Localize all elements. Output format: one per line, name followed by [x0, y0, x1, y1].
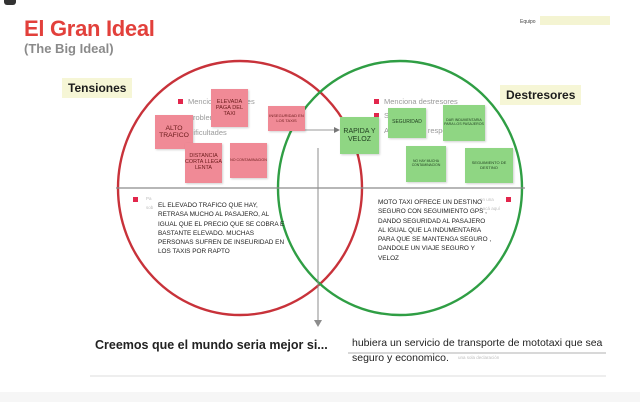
- sticky-no-hay-contaminacion[interactable]: NO HAY MUCHA CONTAMINACION: [406, 146, 446, 182]
- page-subtitle: (The Big Ideal): [24, 41, 114, 56]
- belief-prompt: Creemos que el mundo seria mejor si...: [95, 338, 328, 352]
- hint-left-lower-a: Pa: [146, 196, 152, 201]
- bullet-distressor-1: [374, 99, 379, 104]
- distressors-description[interactable]: MOTO TAXI OFRECE UN DESTINO SEGURO CON S…: [378, 199, 492, 262]
- page-title: El Gran Ideal: [24, 16, 155, 41]
- tensions-label[interactable]: Tensiones: [62, 78, 133, 98]
- sticky-dar-indumentaria[interactable]: DAR INDUMENTARIA PARA LOS PASAJEROS: [443, 105, 485, 141]
- bullet-tension-1: [178, 99, 183, 104]
- bullet-distressor-2: [374, 113, 379, 118]
- sticky-rapida-veloz[interactable]: RAPIDA Y VELOZ: [340, 117, 379, 154]
- hint-right-lower-a: en una: [480, 197, 494, 202]
- team-label: Equipo: [520, 19, 536, 25]
- bullet-right-lower: [506, 197, 511, 202]
- prompt-problems: Problemas: [188, 113, 224, 122]
- prompt-distressors: Menciona destresores: [384, 97, 458, 106]
- prompt-difficulties: Dificultades: [188, 128, 227, 137]
- belief-hint: una sola declaración: [458, 355, 500, 360]
- sticky-no-contaminacion[interactable]: NO CONTAMINACION: [230, 143, 267, 178]
- board-bottom-edge: [0, 392, 640, 402]
- tensions-description[interactable]: EL ELEVADO TRAFICO QUE HAY, RETRASA MUCH…: [158, 202, 285, 256]
- toolbar-handle-icon[interactable]: [4, 0, 16, 5]
- center-arrow-head: [314, 320, 322, 327]
- prompt-distressor-2: S: [384, 111, 390, 120]
- prompt-distressor-3: A: [384, 126, 390, 135]
- sticky-inseguridad[interactable]: INSEGURIDAD EN LOS TAXIS: [268, 106, 305, 131]
- bullet-left-lower: [133, 197, 138, 202]
- hint-right-lower-b: r acá aquí: [480, 206, 501, 211]
- distressors-label[interactable]: Destresores: [500, 85, 582, 105]
- connector-arrow-head: [334, 127, 340, 133]
- sticky-distancia[interactable]: DISTANCIA CORTA LLEGA LENTA: [185, 143, 222, 183]
- hint-left-lower-b: sob: [146, 205, 154, 210]
- sticky-seguridad[interactable]: SEGURIDAD: [388, 108, 426, 138]
- team-input[interactable]: [540, 16, 610, 25]
- prompt-distressor-3b: s respo: [422, 126, 447, 135]
- belief-answer-field[interactable]: hubiera un servicio de transporte de mot…: [352, 337, 603, 365]
- sticky-seguimiento[interactable]: SEGUIMIENTO DE DESTINO: [465, 148, 513, 183]
- sticky-elevada-paga[interactable]: ELEVADA PAGA DEL TAXI: [211, 89, 248, 127]
